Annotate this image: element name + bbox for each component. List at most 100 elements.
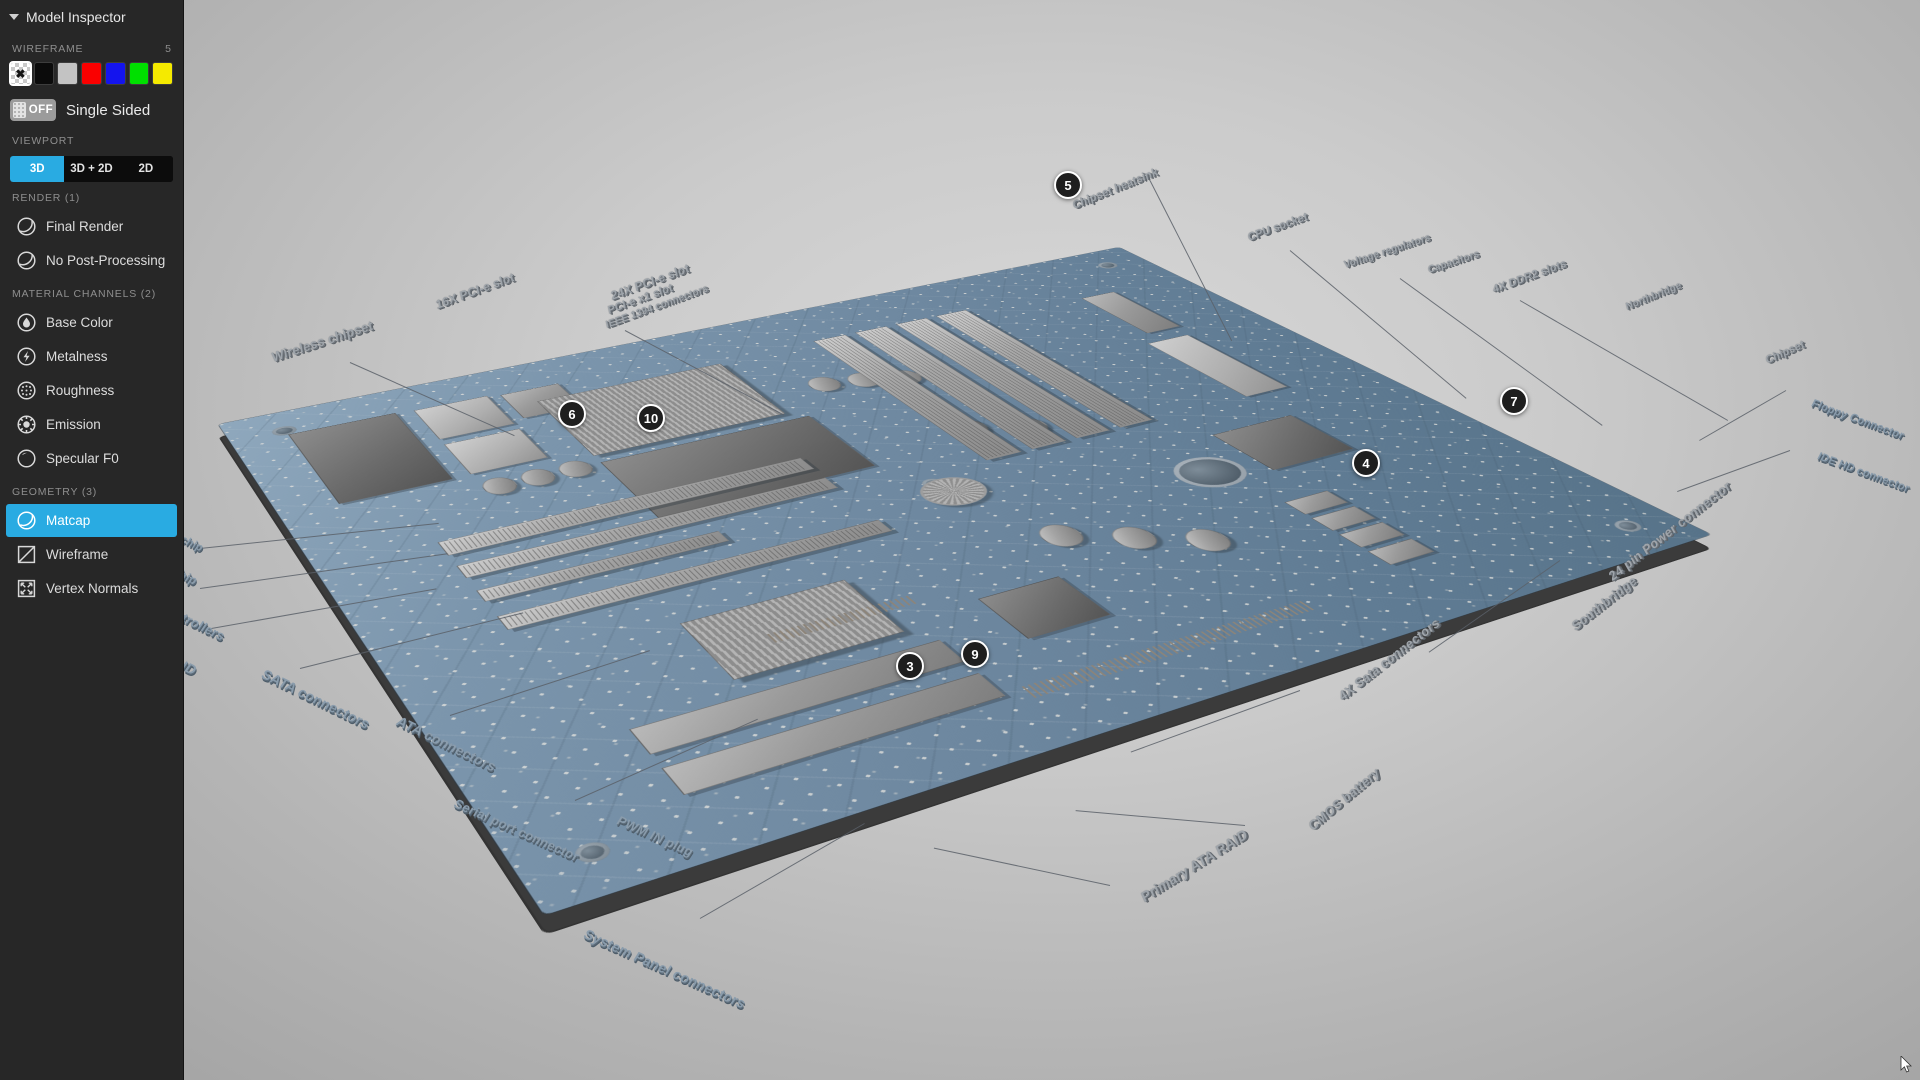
- material-item-roughness[interactable]: Roughness: [6, 374, 177, 407]
- material-channels-section-header: MATERIAL CHANNELS (2): [0, 278, 183, 305]
- wireframe-swatch-checker[interactable]: [9, 61, 32, 86]
- pcb-substrate: [218, 247, 1712, 933]
- vertex-normals-icon: [17, 579, 36, 598]
- droplet-circle-icon: [17, 313, 36, 332]
- capacitor: [1030, 521, 1092, 550]
- item-label: No Post-Processing: [46, 253, 166, 268]
- pcie-x1-slot: [476, 530, 730, 602]
- pin-header: [1021, 626, 1231, 698]
- viewport-mode-3d2d[interactable]: 3D + 2D: [64, 156, 119, 182]
- panel-title-label: Model Inspector: [26, 9, 126, 25]
- material-item-metalness[interactable]: Metalness: [6, 340, 177, 373]
- sata-connector: [1367, 538, 1435, 565]
- annotation-pin-7[interactable]: 7: [1500, 387, 1528, 415]
- sata-connector: [1311, 506, 1376, 531]
- model-label: Chipset heatsink: [1071, 165, 1160, 212]
- wireframe-swatch-black[interactable]: [33, 62, 55, 85]
- sphere-shaded-icon: [17, 217, 36, 236]
- render-item-final-render[interactable]: Final Render: [6, 210, 177, 243]
- item-label: Final Render: [46, 219, 124, 234]
- annotation-pin-5[interactable]: 5: [1054, 171, 1082, 199]
- annotation-pin-4[interactable]: 4: [1352, 449, 1380, 477]
- matcap-sphere-icon: [17, 511, 36, 530]
- geometry-section-header: GEOMETRY (3): [0, 476, 183, 503]
- geometry-item-wireframe[interactable]: Wireframe: [6, 538, 177, 571]
- viewport-mode-2d[interactable]: 2D: [118, 156, 173, 182]
- model-label: 4X DDR2 slots: [1491, 257, 1568, 296]
- material-channels-header-label: MATERIAL CHANNELS (2): [12, 288, 156, 300]
- wireframe-count: 5: [165, 43, 171, 55]
- model-label: IDE HD connector: [1815, 450, 1912, 495]
- capacitor: [1176, 525, 1240, 555]
- single-sided-state: OFF: [28, 104, 53, 116]
- geometry-item-vertex-normals[interactable]: Vertex Normals: [6, 572, 177, 605]
- geometry-item-matcap[interactable]: Matcap: [6, 504, 177, 537]
- single-sided-label: Single Sided: [66, 101, 151, 119]
- pci-slot: [496, 519, 893, 630]
- render-header-label: RENDER (1): [12, 192, 81, 204]
- pin-header: [1162, 600, 1316, 653]
- wireframe-section-header: WIREFRAME 5: [0, 33, 183, 60]
- model-label: Chipset: [1764, 338, 1806, 367]
- model-label: Northbridge: [1624, 279, 1683, 313]
- leader-line: [1699, 390, 1787, 441]
- wireframe-swatch-red[interactable]: [81, 62, 102, 85]
- annotation-pin-10[interactable]: 10: [637, 404, 665, 432]
- mouse-cursor-icon: [1900, 1056, 1912, 1073]
- wireframe-swatch-yellow[interactable]: [152, 62, 174, 85]
- sunburst-circle-icon: [17, 415, 36, 434]
- annotation-pin-9[interactable]: 9: [961, 640, 989, 668]
- capacitor: [1103, 523, 1166, 553]
- pin-header: [766, 594, 921, 643]
- model-inspector-panel: Model Inspector WIREFRAME 5 OFF Single S…: [0, 0, 184, 1080]
- wireframe-header-label: WIREFRAME: [12, 43, 84, 55]
- wireframe-swatch-green[interactable]: [128, 62, 150, 85]
- model-label: CPU socket: [1246, 210, 1309, 244]
- item-label: Wireframe: [46, 547, 109, 562]
- wireframe-swatch-gray[interactable]: [57, 62, 79, 85]
- geometry-header-label: GEOMETRY (3): [12, 486, 98, 498]
- single-sided-toggle[interactable]: OFF: [10, 99, 56, 121]
- pcb-top-surface: [218, 247, 1712, 916]
- model-label: Floppy Connector: [1809, 397, 1907, 442]
- chipset-chip: [977, 576, 1111, 639]
- toggle-knob-icon: [13, 102, 26, 118]
- viewport-mode-3d[interactable]: 3D: [10, 156, 65, 182]
- item-label: Metalness: [46, 349, 108, 364]
- viewport-header-label: VIEWPORT: [12, 135, 75, 147]
- material-item-specular-f0[interactable]: Specular F0: [6, 442, 177, 475]
- item-label: Vertex Normals: [46, 581, 139, 596]
- item-label: Emission: [46, 417, 101, 432]
- material-item-emission[interactable]: Emission: [6, 408, 177, 441]
- wireframe-swatch-blue[interactable]: [104, 62, 126, 85]
- material-item-base-color[interactable]: Base Color: [6, 306, 177, 339]
- caret-down-icon[interactable]: [9, 14, 19, 20]
- viewport-section-header: VIEWPORT: [0, 125, 183, 152]
- render-item-no-post-processing[interactable]: No Post-Processing: [6, 244, 177, 277]
- render-item-list: Final Render No Post-Processing: [0, 210, 183, 277]
- render-section-header: RENDER (1): [0, 182, 183, 209]
- panel-header[interactable]: Model Inspector: [0, 0, 183, 33]
- ata-connector: [661, 672, 1006, 796]
- mounting-hole: [1609, 518, 1647, 534]
- dotted-circle-icon: [17, 381, 36, 400]
- model-label: Capacitors: [1427, 248, 1481, 276]
- single-sided-row[interactable]: OFF Single Sided: [0, 85, 183, 125]
- model-label: 16X PCI-e slot: [434, 269, 516, 312]
- highlight-sphere-icon: [17, 449, 36, 468]
- item-label: Specular F0: [46, 451, 119, 466]
- item-label: Base Color: [46, 315, 113, 330]
- sata-connector: [1339, 521, 1405, 548]
- annotation-pin-3[interactable]: 3: [896, 652, 924, 680]
- model-label: Voltage regulators: [1343, 232, 1432, 271]
- wireframe-color-swatches: [0, 60, 183, 86]
- southbridge-heatsink: [679, 579, 905, 680]
- bolt-circle-icon: [17, 347, 36, 366]
- annotation-pin-6[interactable]: 6: [558, 400, 586, 428]
